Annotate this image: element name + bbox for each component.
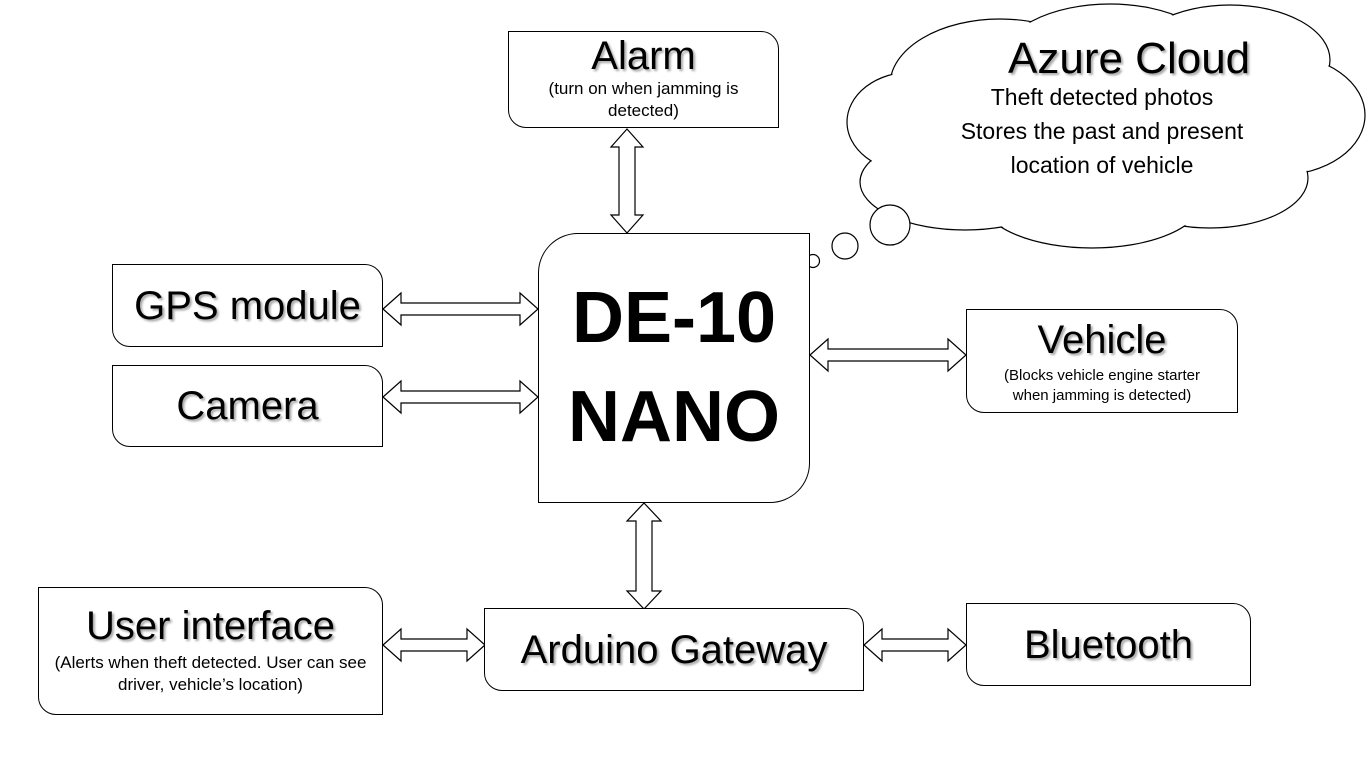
bluetooth-node: Bluetooth bbox=[966, 603, 1251, 686]
vehicle-node: Vehicle (Blocks vehicle engine starter w… bbox=[966, 309, 1238, 413]
azure-cloud: Azure Cloud Theft detected photos Stores… bbox=[900, 34, 1320, 184]
thought-bubble-medium bbox=[831, 232, 859, 260]
azure-cloud-line-1: Theft detected photos bbox=[990, 84, 1214, 110]
azure-cloud-line-3: location of vehicle bbox=[1010, 152, 1194, 178]
bluetooth-title: Bluetooth bbox=[1023, 622, 1194, 667]
arrow-core-vehicle bbox=[809, 337, 967, 373]
vehicle-title: Vehicle bbox=[1037, 318, 1167, 362]
azure-cloud-fill bbox=[848, 5, 1364, 247]
de10-nano-node: DE-10 NANO bbox=[538, 233, 810, 503]
arrow-alarm-core bbox=[609, 128, 645, 234]
camera-node: Camera bbox=[112, 365, 383, 447]
arduino-gateway-title: Arduino Gateway bbox=[520, 627, 828, 672]
gps-module-node: GPS module bbox=[112, 264, 383, 347]
azure-cloud-line-2: Stores the past and present bbox=[960, 118, 1244, 144]
gps-module-title: GPS module bbox=[134, 283, 361, 328]
arrow-camera-core bbox=[382, 379, 539, 415]
user-interface-title: User interface bbox=[86, 604, 335, 648]
arrow-gateway-bluetooth bbox=[863, 627, 967, 663]
arduino-gateway-node: Arduino Gateway bbox=[484, 608, 864, 691]
vehicle-subtitle: (Blocks vehicle engine starter when jamm… bbox=[1004, 367, 1200, 405]
de10-nano-line-2: NANO bbox=[568, 377, 780, 457]
alarm-title: Alarm bbox=[591, 34, 696, 78]
user-interface-subtitle: (Alerts when theft detected. User can se… bbox=[54, 653, 367, 695]
arrow-gps-core bbox=[382, 291, 539, 327]
de10-nano-line-1: DE-10 bbox=[571, 277, 777, 358]
azure-cloud-title: Azure Cloud bbox=[1008, 34, 1251, 83]
alarm-subtitle: (turn on when jamming is detected) bbox=[548, 79, 739, 121]
alarm-node: Alarm (turn on when jamming is detected) bbox=[508, 31, 779, 128]
camera-title: Camera bbox=[176, 384, 319, 428]
arrow-ui-gateway bbox=[382, 627, 486, 663]
arrow-core-gateway bbox=[625, 502, 663, 610]
thought-bubble-large bbox=[869, 204, 911, 246]
user-interface-node: User interface (Alerts when theft detect… bbox=[38, 587, 383, 715]
